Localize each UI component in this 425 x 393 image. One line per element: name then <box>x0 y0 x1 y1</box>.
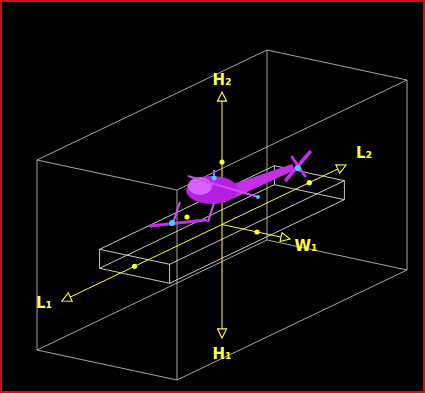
axis-label: H₂ <box>210 72 233 89</box>
axis-label: W₁ <box>292 238 319 255</box>
axis-label: L₂ <box>354 145 374 162</box>
axes <box>62 92 346 338</box>
axis-label: H₁ <box>210 346 233 363</box>
outer-box <box>37 50 407 380</box>
face-dots <box>132 159 312 269</box>
helicopter <box>150 152 310 226</box>
axis-label: L₁ <box>34 295 54 312</box>
